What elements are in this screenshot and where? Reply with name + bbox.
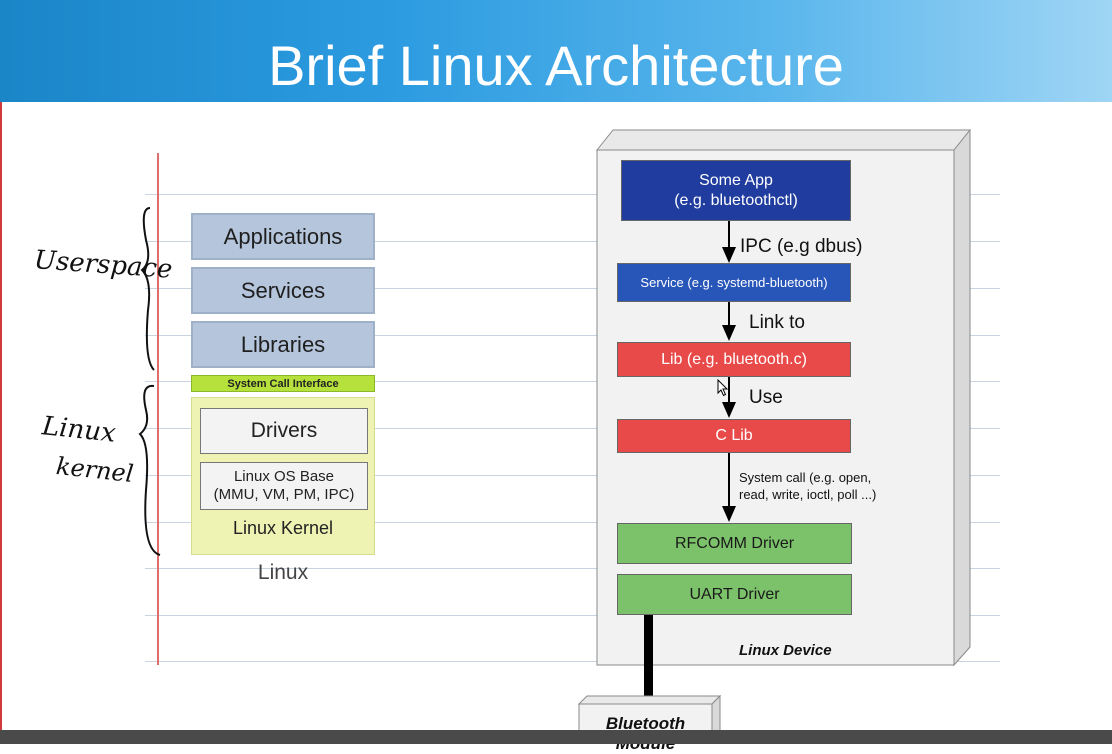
ipc-arrow [722, 221, 736, 263]
ruled-line [145, 522, 1000, 523]
use-arrow [722, 377, 736, 418]
stack-caption: Linux [257, 561, 309, 584]
syscall-label-line2: read, write, ioctl, poll ...) [739, 487, 877, 502]
linux-annotation: Linux [40, 411, 118, 449]
device-top-face [595, 129, 972, 151]
uart-driver-box: UART Driver [617, 574, 852, 615]
flow-arrows [722, 221, 736, 522]
mouse-cursor-icon [717, 379, 729, 397]
os-base-subtitle: (MMU, VM, PM, IPC) [213, 486, 355, 503]
ruled-line [145, 428, 1000, 429]
syscall-label-line1: System call (e.g. open, [739, 470, 872, 485]
title-banner [0, 0, 1112, 102]
bluetooth-module-line1: Bluetooth [605, 714, 686, 733]
device-side-face [953, 128, 971, 667]
kernel-brace [138, 384, 161, 556]
userspace-brace [140, 207, 155, 371]
kernel-annotation: kernel [54, 452, 135, 488]
services-layer: Services [191, 267, 375, 314]
use-label: Use [749, 387, 783, 408]
link-arrow [722, 302, 736, 341]
ipc-label: IPC (e.g dbus) [740, 236, 863, 257]
slide-title: Brief Linux Architecture [268, 34, 844, 97]
device-label: Linux Device [739, 642, 832, 659]
ruled-line [145, 194, 1000, 195]
ruled-line [145, 288, 1000, 289]
lib-box: Lib (e.g. bluetooth.c) [617, 342, 851, 377]
linux-kernel-label: Linux Kernel [232, 518, 334, 538]
uart-connection-line [644, 615, 653, 697]
rfcomm-driver-box: RFCOMM Driver [617, 523, 852, 564]
link-to-label: Link to [749, 312, 805, 333]
ruled-line [145, 475, 1000, 476]
bottom-bar [0, 730, 1112, 744]
ruled-line [145, 661, 1000, 662]
applications-layer: Applications [191, 213, 375, 260]
ruled-line [145, 615, 1000, 616]
linux-os-base-block: Linux OS Base (MMU, VM, PM, IPC) [200, 462, 368, 510]
ruled-line [145, 241, 1000, 242]
system-call-interface-layer: System Call Interface [191, 375, 375, 392]
ruled-line [145, 568, 1000, 569]
some-app-box: Some App (e.g. bluetoothctl) [621, 160, 851, 221]
linux-kernel-layer: Drivers Linux OS Base (MMU, VM, PM, IPC)… [191, 397, 375, 555]
drivers-block: Drivers [200, 408, 368, 454]
some-app-example: (e.g. bluetoothctl) [674, 191, 798, 209]
brace-annotations [138, 207, 161, 556]
libraries-layer: Libraries [191, 321, 375, 368]
os-base-title: Linux OS Base [233, 468, 335, 485]
some-app-title: Some App [699, 171, 773, 189]
syscall-arrow [722, 453, 736, 522]
notebook-margin-line [157, 153, 159, 665]
ruled-line [145, 381, 1000, 382]
page-left-edge [0, 102, 2, 744]
ruled-line [145, 335, 1000, 336]
c-lib-box: C Lib [617, 419, 851, 453]
service-box: Service (e.g. systemd-bluetooth) [617, 263, 851, 302]
syscall-label: System call (e.g. open, read, write, ioc… [739, 469, 876, 503]
